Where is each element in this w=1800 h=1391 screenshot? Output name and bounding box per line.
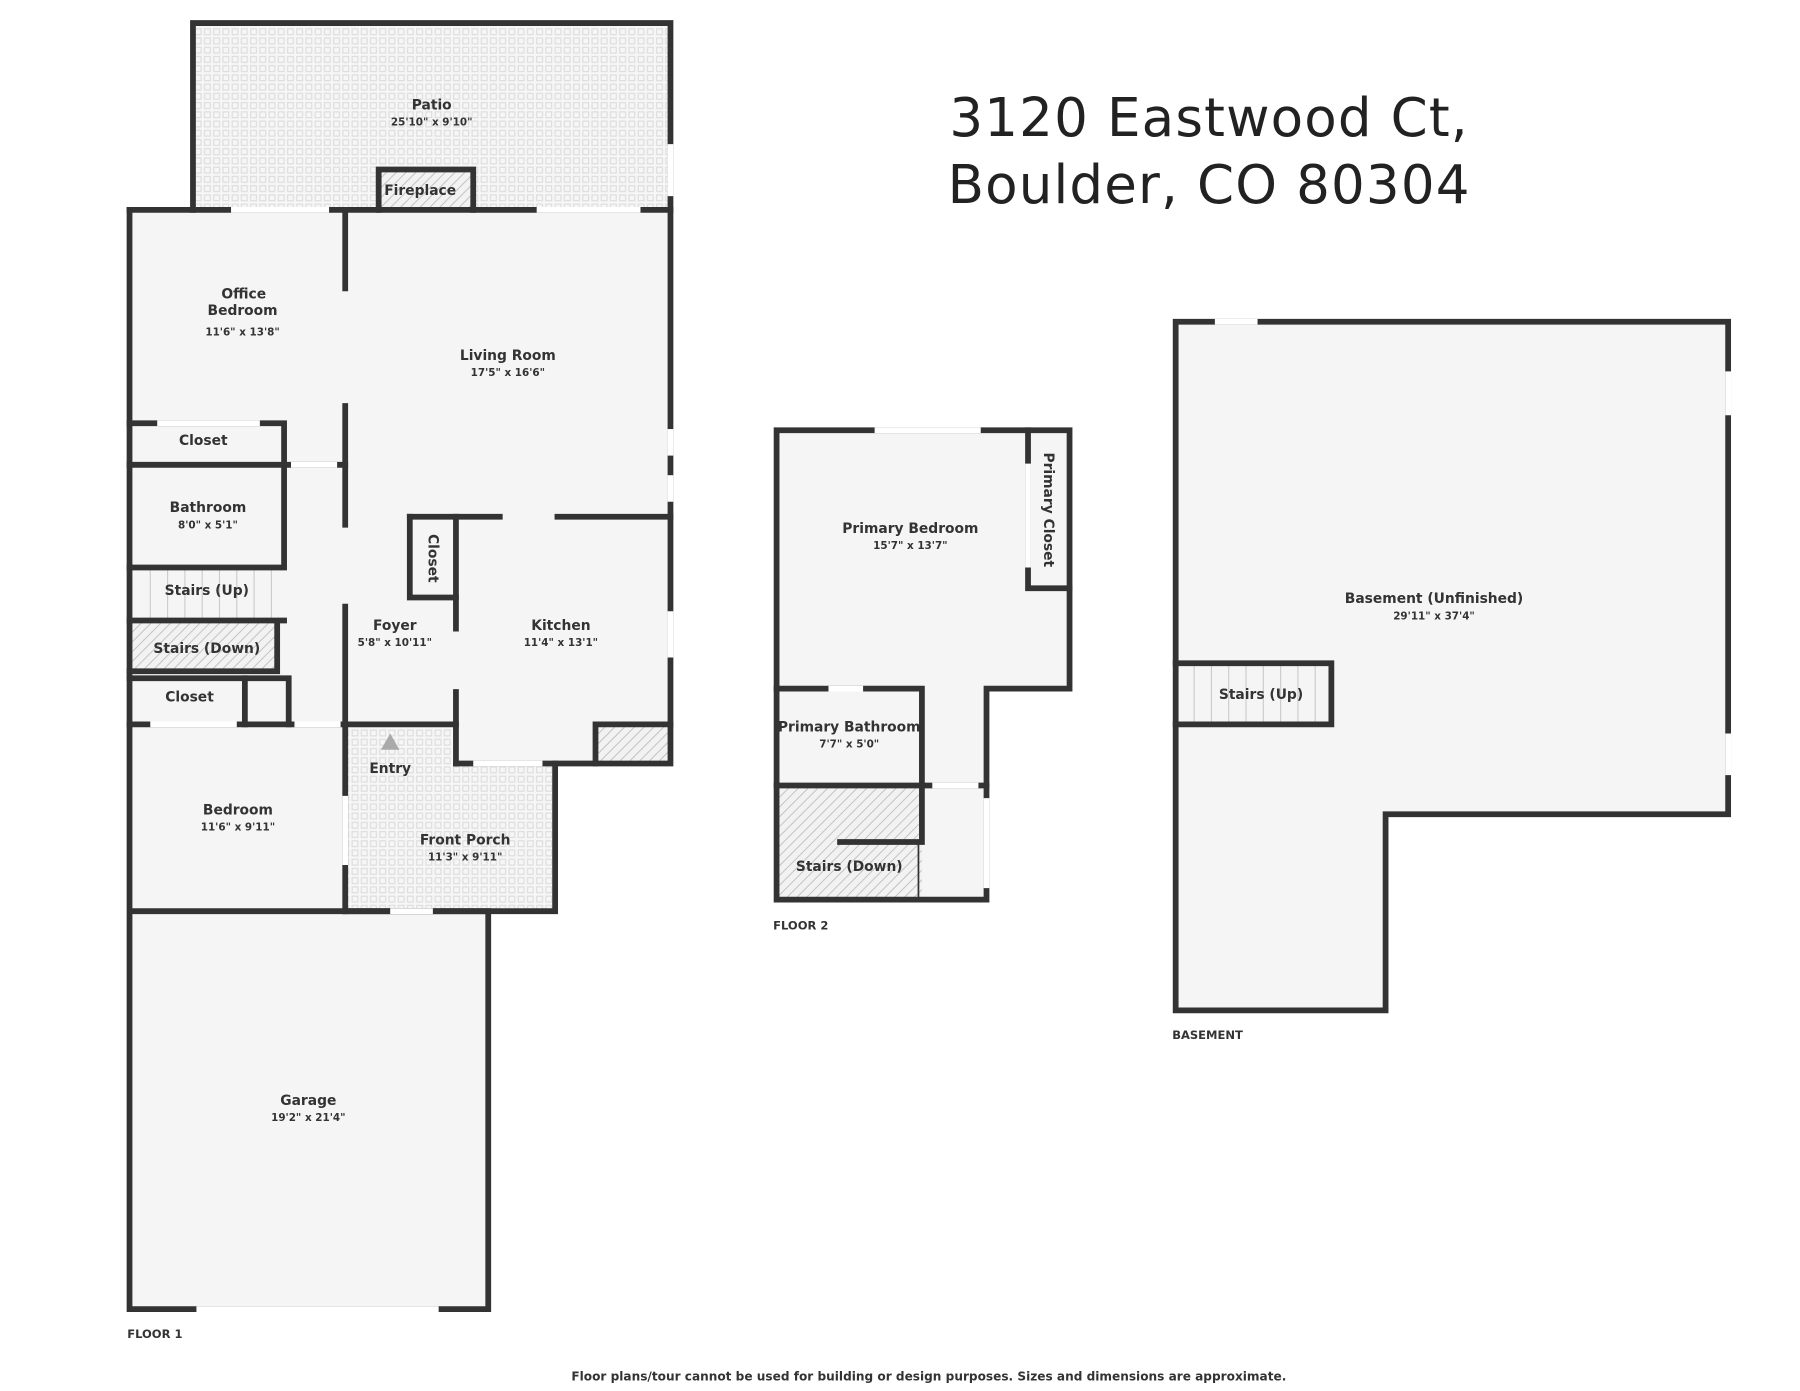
- room-front-porch: Front Porch: [420, 832, 511, 848]
- address-line-2: Boulder, CO 80304: [948, 154, 1471, 216]
- room-kitchen: Kitchen: [531, 618, 590, 634]
- room-stairs-up: Stairs (Up): [165, 583, 249, 599]
- room-kitchen-dims: 11'4" x 13'1": [524, 637, 598, 649]
- room-front-porch-dims: 11'3" x 9'11": [428, 851, 502, 863]
- room-office: Office: [221, 287, 266, 303]
- floor-2-plan: [773, 427, 1073, 903]
- floor-2-label: FLOOR 2: [773, 919, 828, 933]
- room-closet-2: Closet: [165, 689, 214, 705]
- room-bedroom: Bedroom: [203, 802, 273, 818]
- room-garage: Garage: [280, 1093, 336, 1109]
- room-office-2: Bedroom: [208, 303, 278, 319]
- room-closet-1: Closet: [179, 433, 228, 449]
- basement-label: BASEMENT: [1172, 1028, 1243, 1042]
- room-stairs-down-2: Stairs (Down): [796, 859, 903, 875]
- room-living: Living Room: [460, 348, 556, 364]
- floor-1-label: FLOOR 1: [127, 1327, 182, 1341]
- room-garage-dims: 19'2" x 21'4": [271, 1112, 345, 1124]
- room-primary-bathroom-dims: 7'7" x 5'0": [819, 738, 879, 750]
- floor-1-plan: [126, 20, 674, 1312]
- room-basement-stairs-up: Stairs (Up): [1219, 687, 1303, 703]
- room-bathroom: Bathroom: [170, 500, 247, 516]
- room-patio: Patio: [412, 98, 452, 114]
- room-fireplace: Fireplace: [384, 183, 456, 199]
- room-stairs-down: Stairs (Down): [153, 641, 260, 657]
- room-foyer: Foyer: [373, 618, 417, 634]
- room-foyer-dims: 5'8" x 10'11": [358, 637, 432, 649]
- room-primary-closet: Primary Closet: [1040, 452, 1056, 567]
- address-line-1: 3120 Eastwood Ct,: [949, 87, 1468, 149]
- room-patio-dims: 25'10" x 9'10": [391, 117, 473, 129]
- disclaimer: Floor plans/tour cannot be used for buil…: [571, 1370, 1286, 1384]
- room-basement: Basement (Unfinished): [1345, 591, 1523, 607]
- room-living-dims: 17'5" x 16'6": [471, 367, 545, 379]
- room-bedroom-dims: 11'6" x 9'11": [201, 821, 275, 833]
- room-office-dims: 11'6" x 13'8": [205, 327, 279, 339]
- room-entry: Entry: [369, 761, 411, 777]
- room-primary-bedroom: Primary Bedroom: [842, 521, 978, 537]
- room-primary-bathroom: Primary Bathroom: [778, 719, 921, 735]
- room-foyer-closet: Closet: [424, 534, 440, 583]
- room-bathroom-dims: 8'0" x 5'1": [178, 519, 238, 531]
- entry-arrow-icon: [380, 733, 400, 750]
- room-primary-bedroom-dims: 15'7" x 13'7": [873, 540, 947, 552]
- room-basement-dims: 29'11" x 37'4": [1393, 610, 1475, 622]
- basement-plan: [1172, 318, 1732, 1014]
